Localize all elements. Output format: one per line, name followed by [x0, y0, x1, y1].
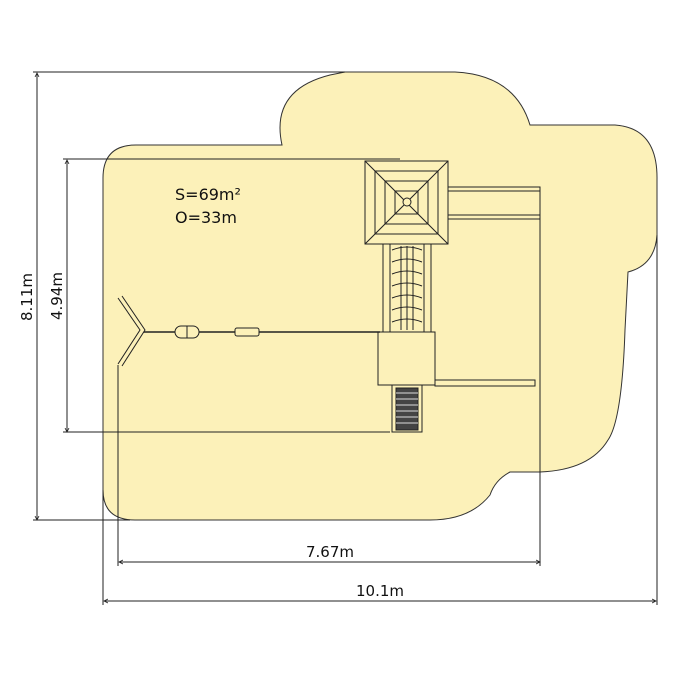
safety-zone — [102, 71, 658, 521]
climbing-net — [382, 243, 432, 333]
dim-equipment-height: 4.94m — [48, 272, 66, 320]
dim-total-width: 10.1m — [356, 582, 404, 600]
swing-frame — [117, 295, 146, 367]
roof-tower — [364, 160, 449, 245]
slide — [447, 186, 541, 220]
dim-equipment-width: 7.67m — [306, 543, 354, 561]
play-equipment — [117, 160, 541, 433]
dim-total-height: 8.11m — [18, 273, 36, 321]
area-label: S=69m² — [175, 185, 241, 204]
perimeter-label: O=33m — [175, 208, 237, 227]
ladder — [391, 384, 423, 433]
platform — [377, 331, 436, 386]
monkey-bar — [434, 379, 536, 387]
dimension-lines — [33, 71, 658, 605]
swing-seat-flat — [234, 327, 260, 337]
